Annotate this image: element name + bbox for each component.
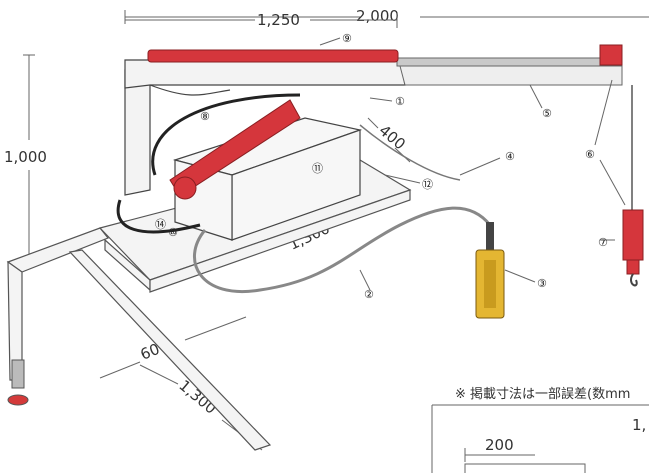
dimension-1000: [23, 54, 35, 265]
callout-5: ⑤: [542, 107, 552, 120]
inset-dim-1: 1,: [632, 416, 646, 434]
callout-8: ⑧: [200, 110, 210, 123]
dim-label-1000: 1,000: [4, 148, 47, 166]
dimension-2000: [124, 10, 649, 24]
pendant-switch: [475, 222, 505, 319]
power-lead: [359, 124, 461, 181]
dimension-600: [99, 316, 247, 379]
control-cable: [193, 206, 492, 293]
dim-label-2000: 2,000: [356, 7, 399, 25]
callout-12: ⑫: [422, 178, 433, 191]
mast: [124, 59, 406, 196]
hydraulic-cylinder: [147, 44, 623, 66]
footnote: ※ 掲載寸法は一部誤差(数mm: [455, 387, 631, 402]
callout-2: ②: [364, 288, 374, 301]
lift-cylinder: [169, 99, 301, 200]
callout-1: ①: [395, 95, 405, 108]
hook-block: [622, 85, 644, 287]
callout-14: ⑭: [155, 218, 166, 231]
callout-10: ⑩: [168, 226, 178, 239]
callout-7: ⑦: [598, 236, 608, 249]
callout-11: ⑪: [312, 162, 323, 175]
dim-label-1250: 1,250: [257, 11, 300, 29]
foot-pad: [7, 359, 29, 406]
inset-dim-200: 200: [485, 436, 514, 454]
boom-extension: [396, 57, 623, 86]
hoses: [116, 93, 301, 234]
callout-3: ③: [537, 277, 547, 290]
callout-6: ⑥: [585, 148, 595, 161]
leader-lines: [319, 37, 626, 291]
callout-4: ④: [505, 150, 515, 163]
dimension-1250: [125, 13, 398, 28]
inset-table: [431, 404, 649, 473]
callout-9: ⑨: [342, 32, 352, 45]
